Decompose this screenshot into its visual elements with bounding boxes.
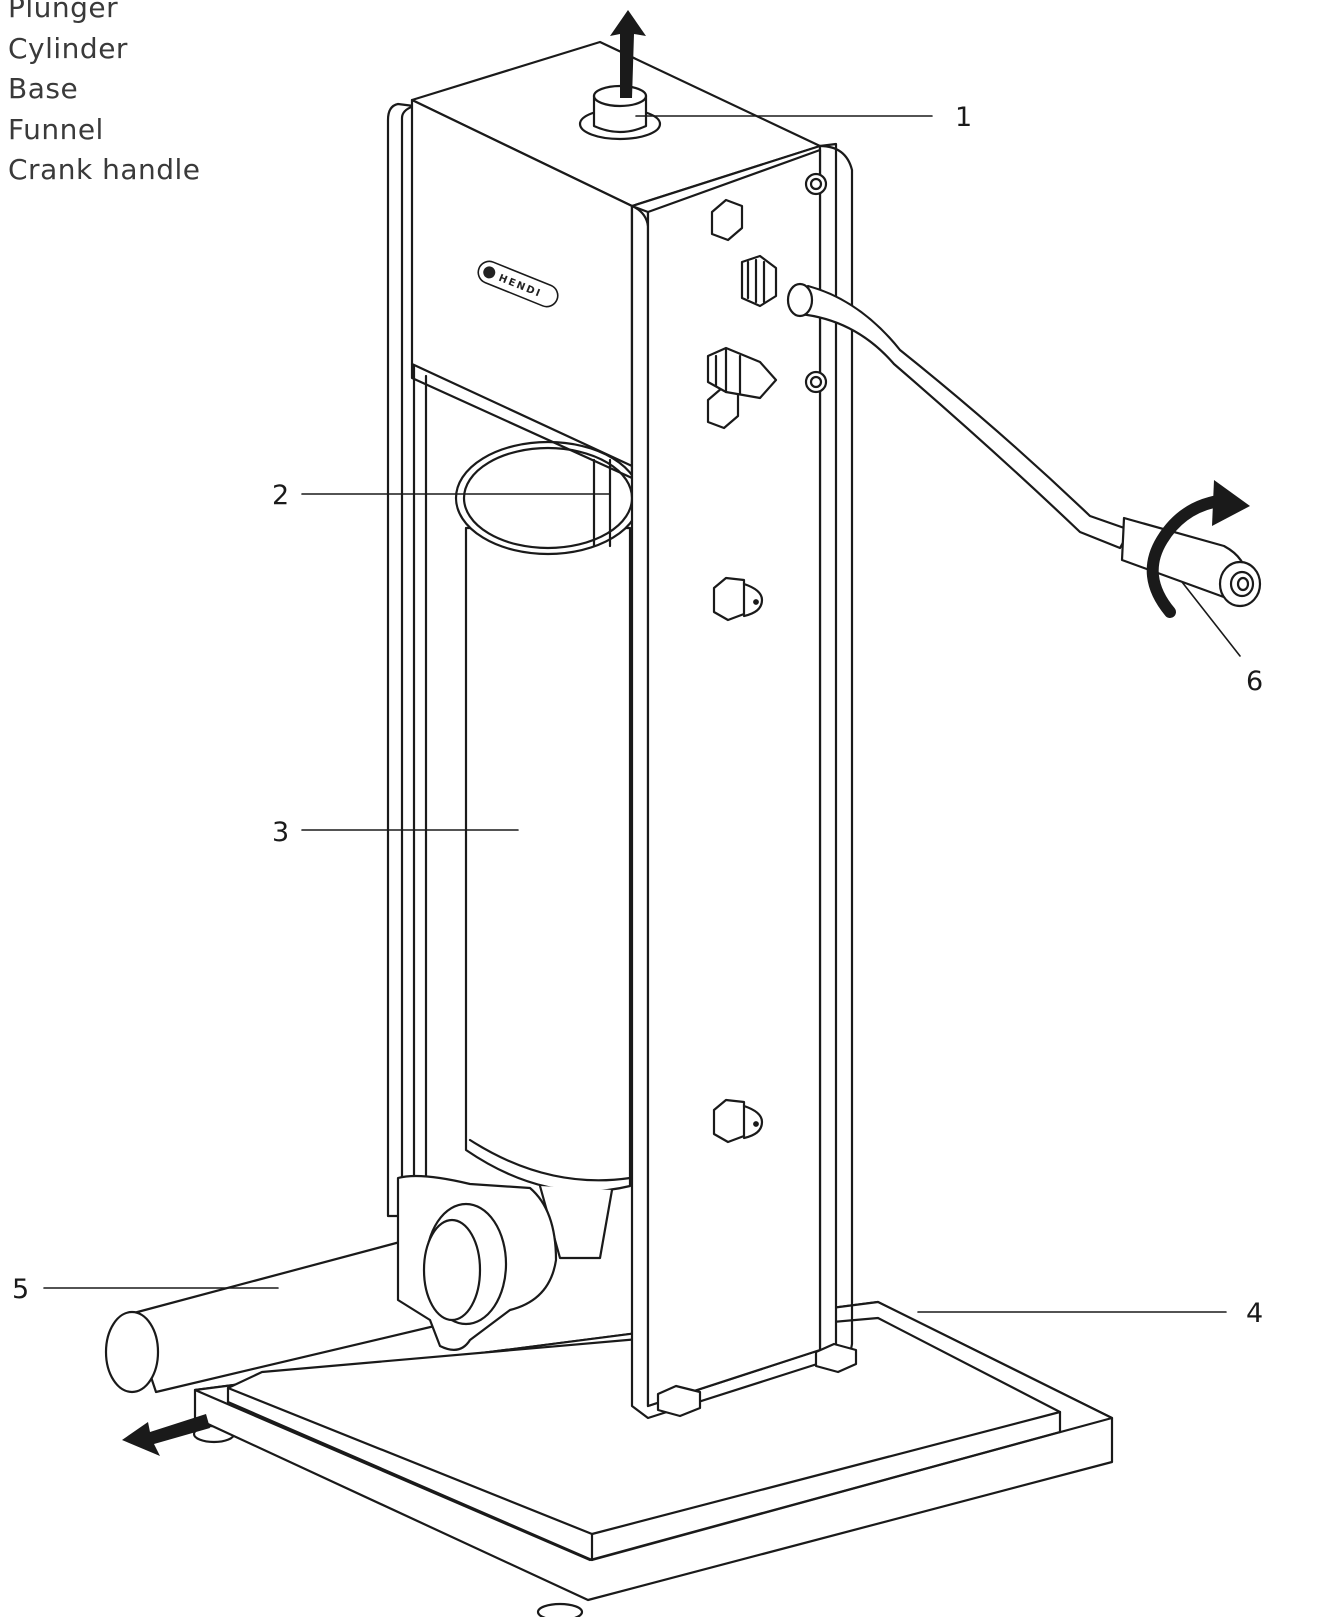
callout-1: 1 [955, 102, 972, 133]
cap-nut [712, 1098, 764, 1144]
rotate-arrow [1146, 480, 1250, 618]
gear [740, 254, 778, 308]
bolt [814, 1342, 858, 1374]
callout-5: 5 [12, 1274, 29, 1305]
hex-nut [710, 198, 744, 242]
bolt [804, 370, 828, 394]
up-arrow [610, 10, 646, 98]
cylinder [454, 440, 642, 1260]
leader-lines [43, 115, 1241, 1313]
bolt [804, 172, 828, 196]
legend-item-funnel: Funnel [8, 112, 104, 146]
legend-item-plunger: Plunger [8, 0, 119, 24]
legend-item-cylinder: Cylinder [8, 31, 128, 65]
callout-3: 3 [272, 817, 289, 848]
funnel [104, 1174, 558, 1394]
left-arrow [122, 1414, 210, 1456]
parts-legend: Plunger Cylinder Base Funnel Crank handl… [8, 0, 201, 191]
cap-nut [712, 576, 764, 622]
callout-2: 2 [272, 480, 289, 511]
legend-item-crank-handle: Crank handle [8, 153, 201, 186]
base-plate [192, 1300, 1114, 1617]
callout-6: 6 [1246, 666, 1263, 697]
legend-item-base: Base [8, 72, 79, 105]
bolt [656, 1384, 702, 1418]
callout-4: 4 [1246, 1298, 1263, 1329]
crank-handle [786, 282, 1262, 608]
gear [706, 346, 778, 400]
frame-side-plate [630, 142, 858, 1420]
